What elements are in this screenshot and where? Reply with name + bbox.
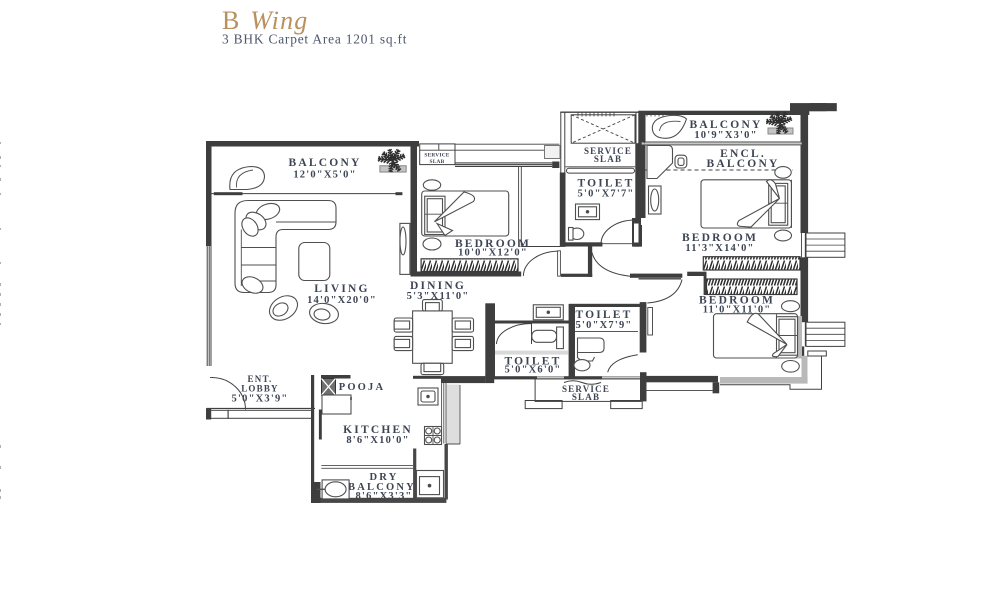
svg-text:BALCONY: BALCONY <box>707 158 780 170</box>
svg-text:TOILET: TOILET <box>577 178 634 190</box>
svg-text:SERVICE: SERVICE <box>562 384 610 394</box>
svg-text:TOILET: TOILET <box>575 309 632 321</box>
svg-text:BEDROOM: BEDROOM <box>455 238 531 250</box>
svg-text:TOILET: TOILET <box>504 356 561 368</box>
svg-text:11'3"X14'0": 11'3"X14'0" <box>685 243 754 254</box>
svg-text:BALCONY: BALCONY <box>690 119 763 131</box>
svg-text:ENT.: ENT. <box>248 374 273 384</box>
svg-text:BEDROOM: BEDROOM <box>682 232 758 244</box>
svg-text:11'0"X11'0": 11'0"X11'0" <box>703 304 772 315</box>
svg-text:B Wing: B Wing <box>222 6 309 35</box>
svg-text:5'0"X7'9": 5'0"X7'9" <box>576 320 633 331</box>
svg-text:12'0"X5'0": 12'0"X5'0" <box>293 170 356 181</box>
svg-text:8'6"X10'0": 8'6"X10'0" <box>346 435 409 446</box>
svg-text:LOBBY: LOBBY <box>241 384 279 394</box>
svg-text:DRY: DRY <box>370 472 399 483</box>
svg-text:LIVING: LIVING <box>314 283 369 295</box>
svg-text:3 BHK Carpet Area 1201 sq.ft: 3 BHK Carpet Area 1201 sq.ft <box>222 32 407 47</box>
svg-text:14'0"X20'0": 14'0"X20'0" <box>307 295 377 306</box>
svg-text:BALCONY: BALCONY <box>348 482 416 493</box>
svg-text:ENCL.: ENCL. <box>720 148 766 160</box>
svg-text:SLAB: SLAB <box>594 154 622 164</box>
svg-text:5'0"X3'9": 5'0"X3'9" <box>232 394 289 405</box>
svg-text:8'6"X3'3": 8'6"X3'3" <box>356 491 413 502</box>
svg-text:DINING: DINING <box>410 280 466 292</box>
svg-text:KITCHEN: KITCHEN <box>343 424 413 436</box>
svg-text:10'9"X3'0": 10'9"X3'0" <box>694 130 757 141</box>
svg-text:BEDROOM: BEDROOM <box>699 294 775 306</box>
svg-text:5'0"X7'7": 5'0"X7'7" <box>578 189 635 200</box>
svg-text:10'0"X12'0": 10'0"X12'0" <box>458 248 528 259</box>
svg-text:5'3"X11'0": 5'3"X11'0" <box>407 291 470 302</box>
svg-text:SLAB: SLAB <box>430 159 445 165</box>
svg-text:BALCONY: BALCONY <box>289 157 362 169</box>
svg-text:SERVICE: SERVICE <box>584 146 632 156</box>
svg-text:SLAB: SLAB <box>572 392 600 402</box>
svg-text:POOJA: POOJA <box>339 382 386 393</box>
svg-text:5'0"X6'0": 5'0"X6'0" <box>505 365 562 376</box>
svg-text:SERVICE: SERVICE <box>424 153 449 159</box>
